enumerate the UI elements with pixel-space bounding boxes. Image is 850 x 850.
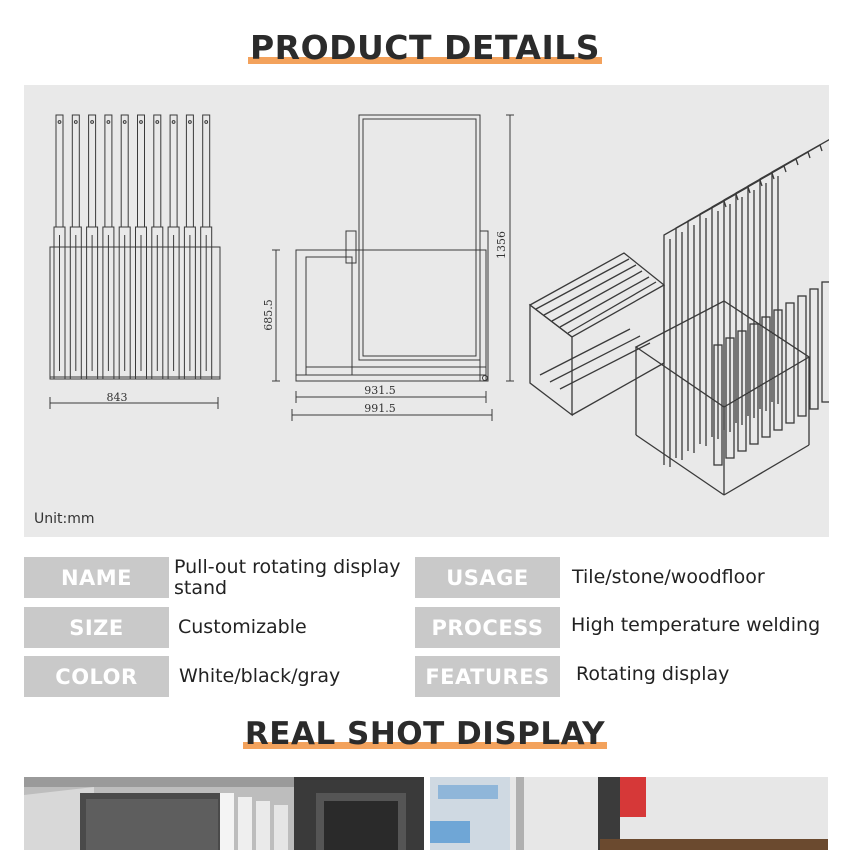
spec-label-name: NAME xyxy=(24,557,169,598)
spec-label-usage: USAGE xyxy=(415,557,560,598)
spec-value-features: Rotating display xyxy=(576,663,730,685)
product-details-title-text: PRODUCT DETAILS xyxy=(247,28,603,67)
spec-row-process: PROCESS High temperature welding xyxy=(415,607,829,648)
real-shot-photo-right xyxy=(430,777,828,850)
isometric-view xyxy=(528,138,829,496)
showroom-photo-left xyxy=(24,777,424,850)
spec-value-process: High temperature welding xyxy=(571,614,821,636)
technical-drawing: 843 1356 685.5 931.5 991.5 xyxy=(49,114,829,496)
spec-row-color: COLOR White/black/gray xyxy=(24,656,414,697)
real-shot-photo-left xyxy=(24,777,424,850)
spec-row-size: SIZE Customizable xyxy=(24,607,414,648)
real-shot-title: REAL SHOT DISPLAY xyxy=(0,716,850,752)
spec-label-color: COLOR xyxy=(24,656,169,697)
spec-row-name: NAME Pull-out rotating display stand xyxy=(24,555,414,599)
front-view xyxy=(49,114,221,409)
real-shot-title-text: REAL SHOT DISPLAY xyxy=(242,716,608,752)
product-details-title: PRODUCT DETAILS xyxy=(0,28,850,67)
technical-drawing-panel: 843 1356 685.5 931.5 991.5 Unit:mm xyxy=(24,85,829,537)
spec-value-color: White/black/gray xyxy=(179,665,341,687)
spec-value-name: Pull-out rotating display stand xyxy=(174,555,401,599)
dim-front-width: 843 xyxy=(107,391,128,404)
showroom-photo-right xyxy=(430,777,828,850)
spec-row-features: FEATURES Rotating display xyxy=(415,656,829,697)
spec-value-usage: Tile/stone/woodfloor xyxy=(572,566,765,588)
spec-label-process: PROCESS xyxy=(415,607,560,648)
dim-side-lower-height: 685.5 xyxy=(262,299,275,331)
side-view xyxy=(272,114,514,421)
spec-label-size: SIZE xyxy=(24,607,169,648)
spec-value-size: Customizable xyxy=(178,616,307,638)
spec-row-usage: USAGE Tile/stone/woodfloor xyxy=(415,557,829,598)
spec-label-features: FEATURES xyxy=(415,656,560,697)
unit-label: Unit:mm xyxy=(34,511,95,527)
dim-side-outer-width: 991.5 xyxy=(364,402,396,415)
dim-side-inner-width: 931.5 xyxy=(364,384,396,397)
dim-side-height: 1356 xyxy=(495,231,508,259)
